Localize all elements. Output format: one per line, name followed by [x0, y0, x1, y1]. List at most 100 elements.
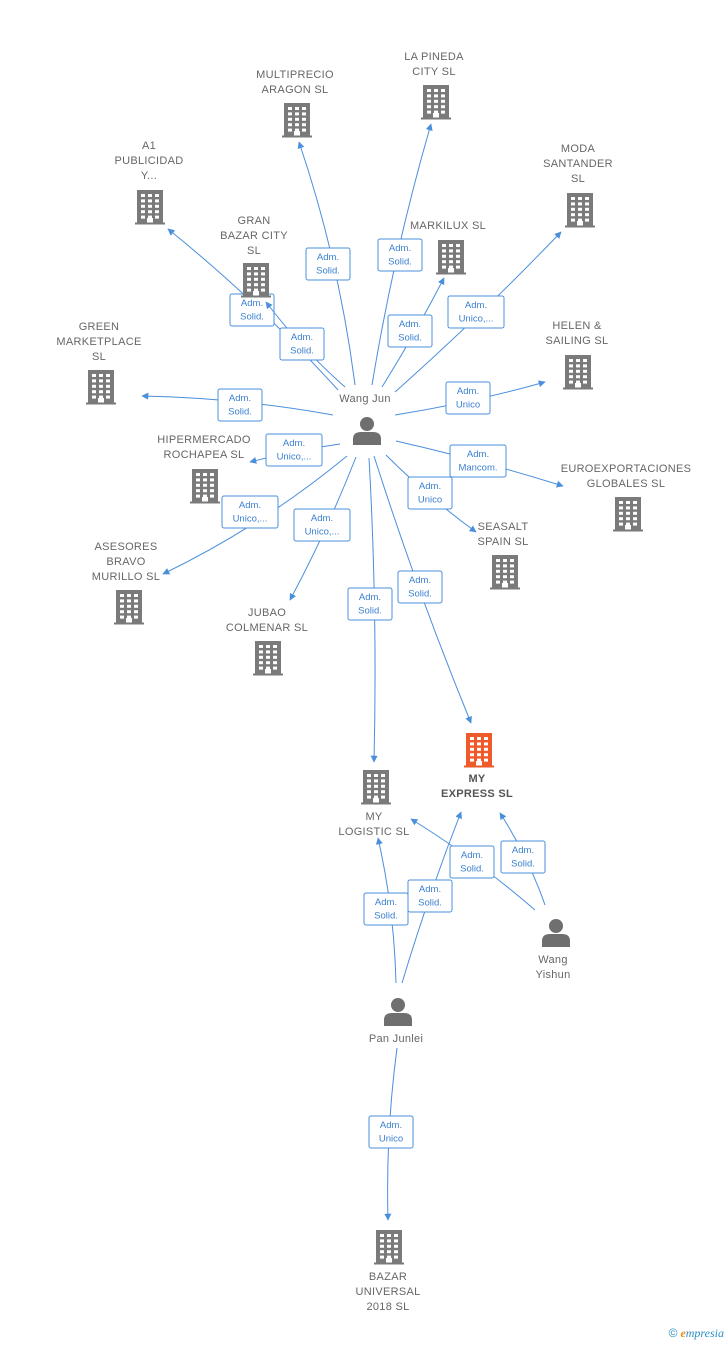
edge-label-line: Solid.	[460, 864, 484, 875]
edge-label-frame	[305, 247, 351, 281]
edge-label-box[interactable]: Adm.Unico,...	[221, 495, 279, 529]
edge-label-line: Unico,...	[233, 514, 268, 525]
edge-label-line: Adm.	[457, 386, 479, 397]
edge-label-box[interactable]: Adm.Unico	[445, 381, 491, 415]
edge-label-box[interactable]: Adm.Unico,...	[447, 295, 505, 329]
edge-panjunlei-to-bazar: Adm.Unico	[368, 1047, 414, 1221]
node-label: GLOBALES SL	[587, 478, 666, 490]
edge-label-line: Adm.	[419, 481, 441, 492]
edge-label-line: Solid.	[418, 898, 442, 909]
edge-label-box[interactable]: Adm.Solid.	[305, 247, 351, 281]
edge-label-line: Solid.	[511, 859, 535, 870]
edge-label-line: Adm.	[283, 438, 305, 449]
building-icon	[190, 469, 220, 504]
edge-label-box[interactable]: Adm.Unico,...	[265, 433, 323, 467]
node-euro[interactable]: EUROEXPORTACIONES GLOBALES SL	[561, 463, 692, 532]
edge-label-line: Unico	[418, 495, 442, 506]
node-a1[interactable]: A1PUBLICIDADY...	[114, 140, 183, 225]
edge-label-line: Adm.	[317, 252, 339, 263]
building-icon	[114, 590, 144, 625]
building-icon	[374, 1230, 404, 1265]
node-label: LA PINEDA	[404, 51, 464, 63]
node-label: Wang Jun	[339, 393, 391, 405]
node-label: Pan Junlei	[369, 1033, 423, 1045]
edge-label-frame	[397, 570, 443, 604]
copyright-symbol: ©	[668, 1326, 678, 1340]
edge-label-line: Solid.	[398, 333, 422, 344]
node-label: GREEN	[79, 321, 120, 333]
building-icon	[613, 497, 643, 532]
edge-label-frame	[293, 508, 351, 542]
node-panjunlei[interactable]: Pan Junlei	[369, 998, 423, 1045]
edge-label-box[interactable]: Adm.Solid.	[217, 388, 263, 422]
edge-label-box[interactable]: Adm.Solid.	[407, 879, 453, 913]
node-lapineda[interactable]: LA PINEDA CITY SL	[404, 51, 464, 120]
edge-label-box[interactable]: Adm.Solid.	[397, 570, 443, 604]
edge-label-frame	[407, 476, 453, 510]
edge-label-frame	[445, 381, 491, 415]
node-label: ROCHAPEA SL	[164, 449, 245, 461]
edge-label-line: Unico,...	[305, 527, 340, 538]
building-icon	[464, 733, 494, 768]
edge-label-line: Adm.	[512, 845, 534, 856]
edge-label-line: Mancom.	[458, 463, 497, 474]
node-wangjun[interactable]: Wang Jun	[339, 393, 391, 445]
node-helen[interactable]: HELEN &SAILING SL	[546, 320, 609, 390]
edge-label-box[interactable]: Adm. Unico	[407, 476, 453, 510]
edge-wangjun-to-seasalt: Adm. Unico	[385, 454, 477, 533]
node-label: ASESORES	[95, 541, 158, 553]
edge-label-frame	[449, 444, 507, 478]
edge-label-box[interactable]: Adm.Solid.	[449, 845, 495, 879]
edge-label-box[interactable]: Adm.Solid.	[229, 293, 275, 327]
building-icon	[563, 355, 593, 390]
edge-wangjun-to-lapineda: Adm.Solid.	[371, 123, 433, 386]
node-label: CITY SL	[412, 66, 455, 78]
edge-label-box[interactable]: Adm.Solid.	[363, 892, 409, 926]
edge-label-line: Solid.	[290, 346, 314, 357]
edge-wangjun-to-markilux: Adm.Solid.	[381, 277, 445, 388]
node-label: BAZAR CITY	[220, 230, 288, 242]
node-label: EUROEXPORTACIONES	[561, 463, 692, 475]
edge-label-box[interactable]: Adm.Unico,...	[293, 508, 351, 542]
edge-wangyishun-to-myexpress: Adm. Solid.	[499, 812, 546, 906]
node-label: LOGISTIC SL	[338, 826, 409, 838]
edge-panjunlei-to-myexpress: Adm.Solid.	[401, 811, 462, 984]
node-label: BRAVO	[106, 556, 145, 568]
edge-label-line: Unico,...	[459, 314, 494, 325]
node-label: MODA	[561, 143, 596, 155]
node-label: GRAN	[238, 215, 271, 227]
edge-label-frame	[447, 295, 505, 329]
edge-label-line: Adm.	[291, 332, 313, 343]
edge-label-line: Solid.	[408, 589, 432, 600]
node-markilux[interactable]: MARKILUX SL	[410, 220, 486, 275]
edge-label-box[interactable]: Adm.Solid.	[387, 314, 433, 348]
edge-label-box[interactable]: Adm.Unico	[368, 1115, 414, 1149]
edge-label-box[interactable]: Adm.Mancom.	[449, 444, 507, 478]
edge-wangjun-to-multiprecio: Adm.Solid.	[297, 141, 356, 386]
building-icon	[135, 190, 165, 225]
node-label: SL	[247, 245, 261, 257]
node-granbazar[interactable]: GRAN BAZAR CITY SL	[220, 215, 288, 298]
edge-label-line: Adm.	[375, 897, 397, 908]
edge-label-box[interactable]: Adm.Solid.	[377, 238, 423, 272]
edge-label-box[interactable]: Adm.Solid.	[347, 587, 393, 621]
building-icon	[86, 370, 116, 405]
node-label: JUBAO	[248, 607, 286, 619]
edge-label-box[interactable]: Adm. Solid.	[500, 840, 546, 874]
node-label: ARAGON SL	[262, 84, 329, 96]
building-icon	[436, 240, 466, 275]
brand-footer[interactable]: © empresia	[669, 1326, 724, 1341]
edge-label-box[interactable]: Adm. Solid.	[279, 327, 325, 361]
